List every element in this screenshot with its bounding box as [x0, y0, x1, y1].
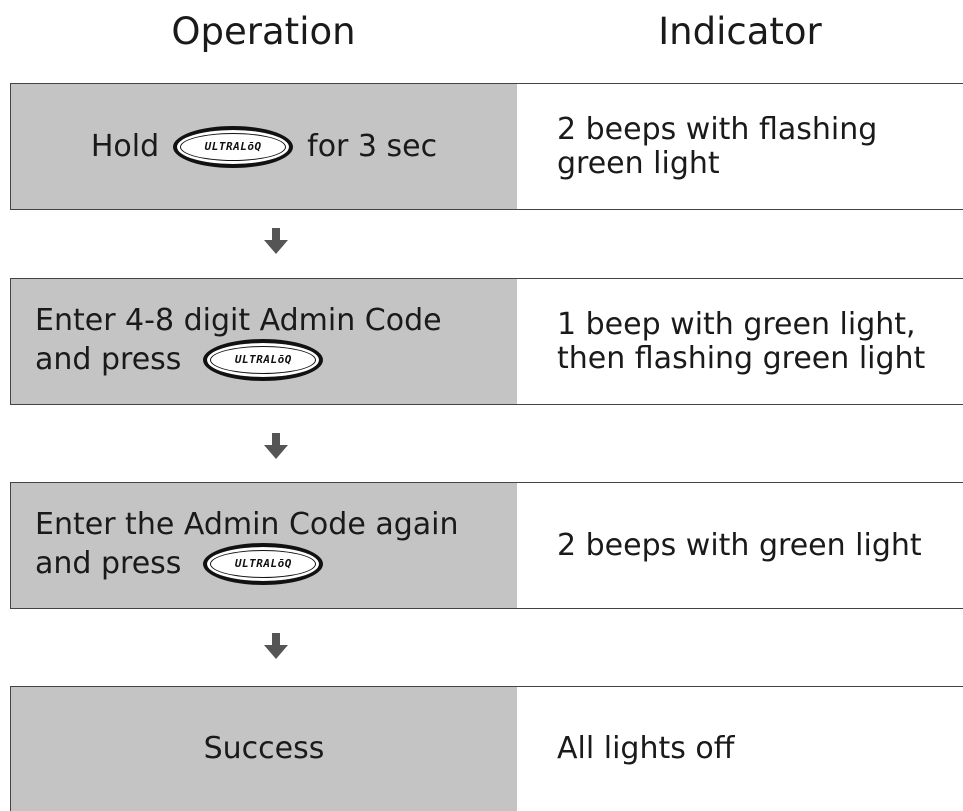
step-3-operation: Enter the Admin Code again and press ULT…: [10, 483, 517, 608]
step-2-indicator-line-1: 1 beep with green light,: [557, 306, 916, 342]
operation-header: Operation: [171, 10, 356, 53]
ultraloq-button-icon: ULTRALōQ: [203, 542, 324, 585]
step-row-2: Enter 4-8 digit Admin Code and press ULT…: [10, 278, 963, 405]
indicator-header: Indicator: [658, 10, 822, 53]
step-4-indicator: All lights off: [517, 687, 963, 811]
step-row-3: Enter the Admin Code again and press ULT…: [10, 482, 963, 609]
step-3-operation-line-2: and press: [35, 545, 182, 581]
step-2-indicator: 1 beep with green light, then flashing g…: [517, 279, 963, 404]
step-row-1: Hold ULTRALōQ for 3 sec 2 beeps with fla…: [10, 83, 963, 210]
step-2-operation-line-2: and press: [35, 341, 182, 377]
step-2-operation-line-1: Enter 4-8 digit Admin Code: [35, 302, 442, 338]
step-1-indicator: 2 beeps with flashing green light: [517, 84, 963, 209]
step-2-operation: Enter 4-8 digit Admin Code and press ULT…: [10, 279, 517, 404]
ultraloq-button-icon: ULTRALōQ: [173, 125, 294, 168]
ultraloq-button-icon: ULTRALōQ: [203, 338, 324, 381]
down-arrow-icon: [264, 228, 288, 254]
step-4-operation: Success: [10, 687, 517, 811]
step-4-indicator-line-1: All lights off: [557, 731, 735, 766]
step-row-4: Success All lights off: [10, 686, 963, 811]
step-1-indicator-line-2: green light: [557, 145, 720, 181]
step-3-indicator: 2 beeps with green light: [517, 483, 963, 608]
step-1-indicator-line-1: 2 beeps with flashing: [557, 111, 878, 147]
step-1-hold-text: Hold: [90, 128, 160, 164]
step-1-operation: Hold ULTRALōQ for 3 sec: [10, 84, 517, 209]
step-4-operation-text: Success: [203, 731, 325, 766]
down-arrow-icon: [264, 633, 288, 659]
step-3-operation-line-1: Enter the Admin Code again: [35, 506, 459, 542]
down-arrow-icon: [264, 433, 288, 459]
step-3-indicator-line-1: 2 beeps with green light: [557, 527, 922, 563]
step-2-indicator-line-2: then flashing green light: [557, 340, 926, 376]
step-1-duration-text: for 3 sec: [307, 128, 438, 164]
